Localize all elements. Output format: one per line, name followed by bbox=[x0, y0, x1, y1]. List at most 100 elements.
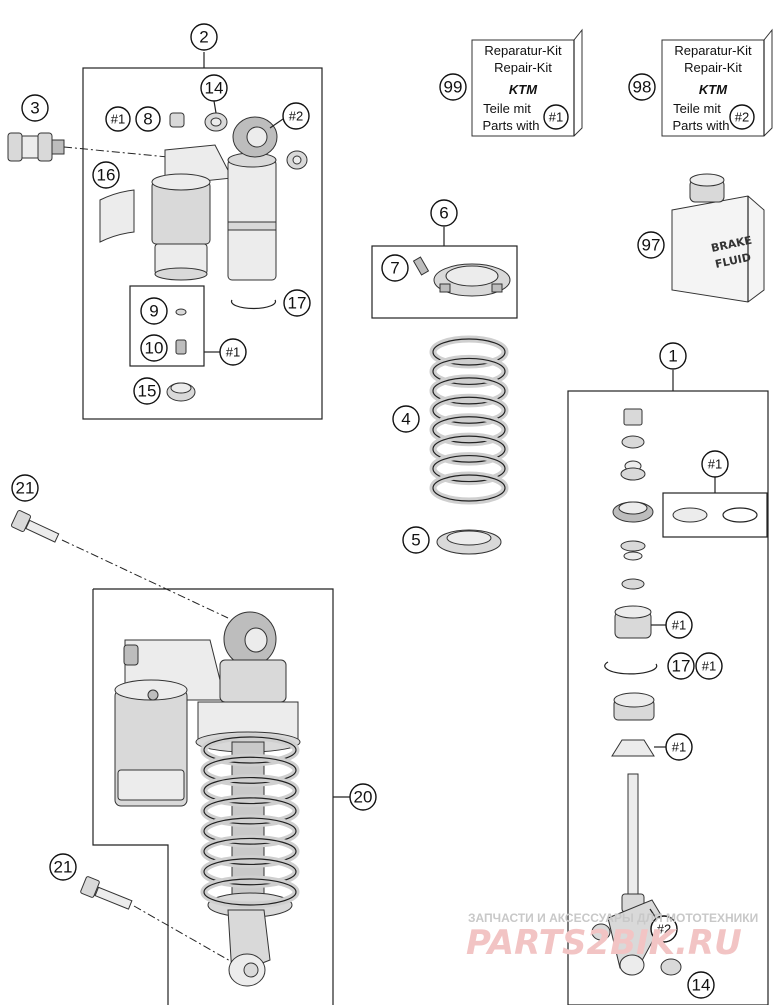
callout-15[interactable]: 15 bbox=[133, 377, 161, 405]
svg-text:14: 14 bbox=[205, 79, 224, 98]
svg-text:#1: #1 bbox=[672, 618, 686, 633]
callout-6[interactable]: 6 bbox=[430, 199, 458, 227]
mounting-bolt-bottom bbox=[80, 876, 133, 910]
callout-14-bottom[interactable]: 14 bbox=[687, 971, 715, 999]
repair-kit-98: Reparatur-Kit Repair-Kit KTM Teile mit P… bbox=[661, 28, 773, 137]
svg-text:#2: #2 bbox=[657, 922, 671, 937]
piston-stack-part bbox=[612, 408, 654, 590]
svg-text:3: 3 bbox=[30, 99, 39, 118]
svg-text:#1: #1 bbox=[111, 112, 125, 127]
callout-17-right[interactable]: 17 bbox=[667, 652, 695, 680]
svg-text:KTM: KTM bbox=[699, 82, 728, 97]
svg-text:8: 8 bbox=[143, 110, 152, 129]
washer-part bbox=[286, 150, 308, 170]
svg-text:5: 5 bbox=[411, 531, 420, 550]
spring-coil-outline bbox=[203, 878, 297, 906]
piston-ring-part bbox=[672, 507, 758, 523]
svg-text:15: 15 bbox=[138, 382, 157, 401]
ref-1-top[interactable]: #1 bbox=[105, 106, 131, 132]
svg-text:Parts with: Parts with bbox=[482, 118, 539, 133]
spring-coil-outline bbox=[203, 837, 297, 866]
callout-3[interactable]: 3 bbox=[21, 94, 49, 122]
seal-head-lower-part bbox=[613, 692, 655, 721]
svg-text:#1: #1 bbox=[549, 110, 563, 125]
svg-text:6: 6 bbox=[439, 204, 448, 223]
group-2-frame bbox=[82, 67, 323, 420]
ref-1-ring[interactable]: #1 bbox=[695, 652, 723, 680]
spring-coil-outline bbox=[203, 797, 297, 825]
svg-text:97: 97 bbox=[642, 236, 661, 255]
callout-21-bottom[interactable]: 21 bbox=[49, 853, 77, 881]
svg-text:9: 9 bbox=[149, 302, 158, 321]
seal-head-part bbox=[166, 382, 196, 402]
ref-2-bottom[interactable]: #2 bbox=[650, 915, 678, 943]
svg-text:4: 4 bbox=[401, 410, 410, 429]
spring-coil-outline bbox=[432, 338, 506, 366]
spring-coil-outline bbox=[432, 377, 506, 405]
callout-97[interactable]: 97 bbox=[637, 231, 665, 259]
subgroup-9-10-frame bbox=[129, 285, 205, 367]
svg-text:7: 7 bbox=[390, 259, 399, 278]
svg-text:14: 14 bbox=[692, 976, 711, 995]
piston-part bbox=[614, 605, 652, 639]
watermark-line2: PARTS2BIK.RU bbox=[466, 923, 742, 963]
callout-16[interactable]: 16 bbox=[92, 161, 120, 189]
reservoir-assembly-part bbox=[151, 116, 278, 281]
callout-8[interactable]: 8 bbox=[135, 106, 161, 132]
ref-1-box2[interactable]: #1 bbox=[219, 338, 247, 366]
ref-1-gasket[interactable]: #1 bbox=[701, 450, 729, 478]
circlip-17-part bbox=[604, 661, 658, 675]
set-screw-part bbox=[412, 256, 430, 276]
callout-2[interactable]: 2 bbox=[190, 23, 218, 51]
ref-1-piston[interactable]: #1 bbox=[665, 611, 693, 639]
svg-text:#2: #2 bbox=[289, 109, 303, 124]
shock-spring-part bbox=[200, 733, 300, 909]
callout-4[interactable]: 4 bbox=[392, 405, 420, 433]
ref-1-bump[interactable]: #1 bbox=[665, 733, 693, 761]
callout-7[interactable]: 7 bbox=[381, 254, 409, 282]
ref-2-kit98: #2 bbox=[729, 104, 755, 130]
ref-2-eye[interactable]: #2 bbox=[282, 102, 310, 130]
callout-20[interactable]: 20 bbox=[349, 783, 377, 811]
svg-text:99: 99 bbox=[444, 78, 463, 97]
bleed-valve-part bbox=[175, 339, 187, 355]
spring-coil-outline bbox=[203, 736, 297, 764]
svg-text:#1: #1 bbox=[702, 659, 716, 674]
spring-part bbox=[429, 335, 509, 505]
callout-10[interactable]: 10 bbox=[140, 334, 168, 362]
callout-21-top[interactable]: 21 bbox=[11, 474, 39, 502]
callout-98[interactable]: 98 bbox=[628, 73, 656, 101]
callout-14-top[interactable]: 14 bbox=[200, 74, 228, 102]
svg-text:Parts with: Parts with bbox=[672, 118, 729, 133]
svg-text:#1: #1 bbox=[672, 740, 686, 755]
svg-text:Repair-Kit: Repair-Kit bbox=[494, 60, 552, 75]
bump-stop-part bbox=[611, 739, 655, 757]
svg-text:Teile mit: Teile mit bbox=[483, 101, 531, 116]
spring-coil-outline bbox=[203, 776, 297, 805]
piston-rod-part bbox=[607, 773, 665, 976]
callout-1[interactable]: 1 bbox=[659, 342, 687, 370]
svg-text:98: 98 bbox=[633, 78, 652, 97]
piston-ring-subframe bbox=[662, 492, 768, 538]
group-1-frame bbox=[567, 390, 769, 1005]
svg-text:Teile mit: Teile mit bbox=[673, 101, 721, 116]
adjuster-valve-part bbox=[7, 132, 65, 162]
spring-coil-outline bbox=[203, 756, 297, 784]
callout-17-top[interactable]: 17 bbox=[283, 289, 311, 317]
svg-text:Reparatur-Kit: Reparatur-Kit bbox=[674, 43, 752, 58]
complete-shock-part bbox=[114, 611, 301, 987]
watermark-line1: ЗАПЧАСТИ И АКСЕССУАРЫ ДЛЯ МОТОТЕХНИКИ bbox=[468, 911, 758, 925]
spring-coil-outline bbox=[432, 396, 506, 424]
bushing-part bbox=[660, 958, 682, 976]
ref-1-kit99: #1 bbox=[543, 104, 569, 130]
label-sheet-part bbox=[99, 189, 135, 243]
callout-9[interactable]: 9 bbox=[140, 297, 168, 325]
svg-text:16: 16 bbox=[97, 166, 116, 185]
svg-text:21: 21 bbox=[54, 858, 73, 877]
callout-99[interactable]: 99 bbox=[439, 73, 467, 101]
svg-text:#2: #2 bbox=[735, 110, 749, 125]
callout-5[interactable]: 5 bbox=[402, 526, 430, 554]
spring-coil-outline bbox=[203, 817, 297, 845]
svg-text:1: 1 bbox=[668, 347, 677, 366]
